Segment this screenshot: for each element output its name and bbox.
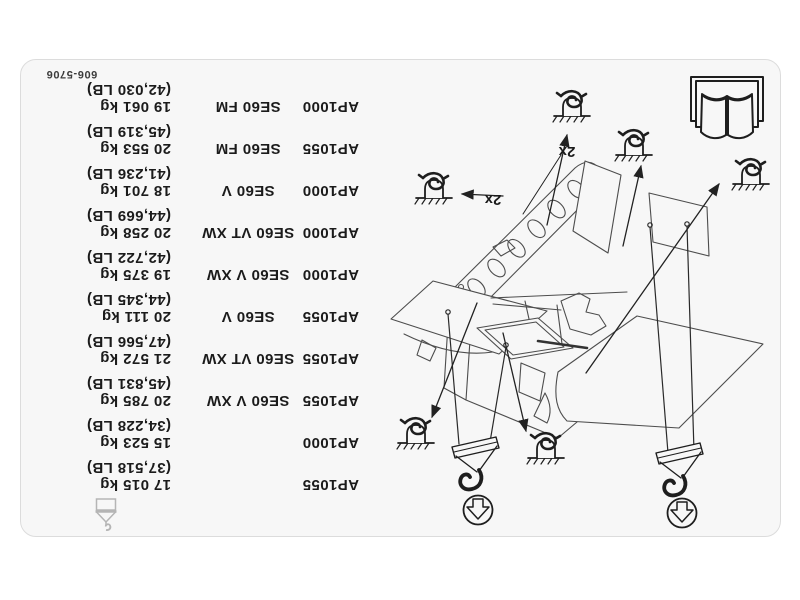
weight-rows: AP1055 17 015 kg (37,518 LB) AP1000 15 5…: [41, 76, 391, 496]
tie-down-icon-2: [613, 128, 654, 163]
weight-lb: (42,030 LB): [86, 81, 171, 98]
weight-table-row: AP1000 SE60 V XW 19 375 kg (42,722 LB): [41, 244, 391, 286]
weight-table-row: AP1000 SE60 V 18 701 kg (41,236 LB): [41, 160, 391, 202]
weight-cell: 21 572 kg (47,566 LB): [87, 333, 171, 367]
weight-lb: (42,722 LB): [86, 249, 171, 266]
screed-model: SE60 V: [221, 182, 275, 199]
machine-model: AP1000: [302, 182, 359, 199]
weight-table-row: AP1055 SE60 FM 20 553 kg (45,319 LB): [41, 118, 391, 160]
tie-down-icon-1: [551, 89, 592, 124]
weight-lb: (37,518 LB): [86, 459, 171, 476]
hook-and-load-icon: [95, 498, 117, 531]
weight-table-row: AP1000 SE60 VT XW 20 258 kg (44,669 LB): [41, 202, 391, 244]
machine-model: AP1055: [302, 350, 359, 367]
right-hopper-wing: [555, 315, 764, 429]
weight-table-row: AP1000 15 523 kg (34,228 LB): [41, 412, 391, 454]
weight-cell: 18 701 kg (41,236 LB): [87, 165, 171, 199]
weight-cell: 20 111 kg (44,345 LB): [87, 291, 171, 325]
machine-model: AP1000: [302, 434, 359, 451]
lift-load-pictogram-icon: [93, 498, 119, 532]
weight-kg: 19 061 kg: [99, 98, 171, 115]
screed-model: SE60 FM: [215, 98, 281, 115]
tie-down-icon-5: [395, 416, 436, 451]
tie-down-icon-3: [730, 157, 771, 192]
machine-model: AP1055: [302, 476, 359, 493]
weight-kg: 20 785 kg: [99, 392, 171, 409]
weight-kg: 19 375 kg: [99, 266, 171, 283]
machine-model: AP1000: [302, 98, 359, 115]
weight-lb: (47,566 LB): [86, 333, 171, 350]
weight-table: AP1055 17 015 kg (37,518 LB) AP1000 15 5…: [41, 72, 391, 538]
weight-lb: (45,319 LB): [86, 123, 171, 140]
machine-model: AP1055: [302, 140, 359, 157]
weight-kg: 20 258 kg: [99, 224, 171, 241]
weight-kg: 21 572 kg: [99, 350, 171, 367]
crane-hook-left-icon: [451, 436, 500, 526]
lifting-diagram: 2x 2x: [390, 76, 771, 529]
weight-kg: 18 701 kg: [99, 182, 171, 199]
machine-model: AP1055: [302, 392, 359, 409]
screed-model: SE60 V: [221, 308, 275, 325]
paver-machine-outline: [390, 160, 764, 439]
weight-cell: 19 061 kg (42,030 LB): [87, 81, 171, 115]
tie-down-icon-6: [525, 431, 566, 466]
weight-table-row: AP1055 17 015 kg (37,518 LB): [41, 454, 391, 496]
lower-arrow-icon: [466, 498, 490, 520]
sling-lines: [445, 221, 695, 454]
weight-kg: 20 111 kg: [101, 308, 172, 325]
tie-down-icon-4: [413, 171, 454, 206]
weight-cell: 15 523 kg (34,228 LB): [87, 417, 171, 451]
weight-lb: (45,831 LB): [86, 375, 171, 392]
weight-table-row: AP1055 SE60 V 20 111 kg (44,345 LB): [41, 286, 391, 328]
crane-hook-right-icon: [655, 442, 704, 529]
weight-kg: 20 553 kg: [99, 140, 171, 157]
screed-model: SE60 V XW: [206, 392, 290, 409]
machine-model: AP1055: [302, 308, 359, 325]
operator-platform: [476, 317, 574, 360]
weight-lb: (34,228 LB): [86, 417, 171, 434]
weight-kg: 15 523 kg: [99, 434, 171, 451]
weight-cell: 19 375 kg (42,722 LB): [87, 249, 171, 283]
weight-cell: 20 785 kg (45,831 LB): [87, 375, 171, 409]
weight-cell: 20 258 kg (44,669 LB): [87, 207, 171, 241]
weight-table-row: AP1055 SE60 V XW 20 785 kg (45,831 LB): [41, 370, 391, 412]
tie-down-arrows: [431, 133, 720, 433]
machine-model: AP1000: [302, 224, 359, 241]
screed-model: SE60 VT XW: [201, 350, 295, 367]
operators-manual-book-icon: [690, 76, 764, 140]
manual-page: 606-5706 AP1055 17 015 kg (37,518 LB) AP…: [20, 59, 781, 537]
weight-lb: (41,236 LB): [86, 165, 171, 182]
weight-table-row: AP1055 SE60 VT XW 21 572 kg (47,566 LB): [41, 328, 391, 370]
weight-lb: (44,345 LB): [86, 291, 171, 308]
deck-lift-points-label: 2x: [558, 143, 575, 160]
machine-model: AP1000: [302, 266, 359, 283]
screed-model: SE60 VT XW: [201, 224, 295, 241]
weight-table-row: AP1000 SE60 FM 19 061 kg (42,030 LB): [41, 76, 391, 118]
weight-lb: (44,669 LB): [86, 207, 171, 224]
front-lift-points-label: 2x: [484, 191, 501, 208]
weight-cell: 20 553 kg (45,319 LB): [87, 123, 171, 157]
weight-cell: 17 015 kg (37,518 LB): [87, 459, 171, 493]
lower-arrow-icon: [670, 501, 694, 523]
screed-model: SE60 FM: [215, 140, 281, 157]
weight-kg: 17 015 kg: [99, 476, 171, 493]
screed-model: SE60 V XW: [206, 266, 290, 283]
